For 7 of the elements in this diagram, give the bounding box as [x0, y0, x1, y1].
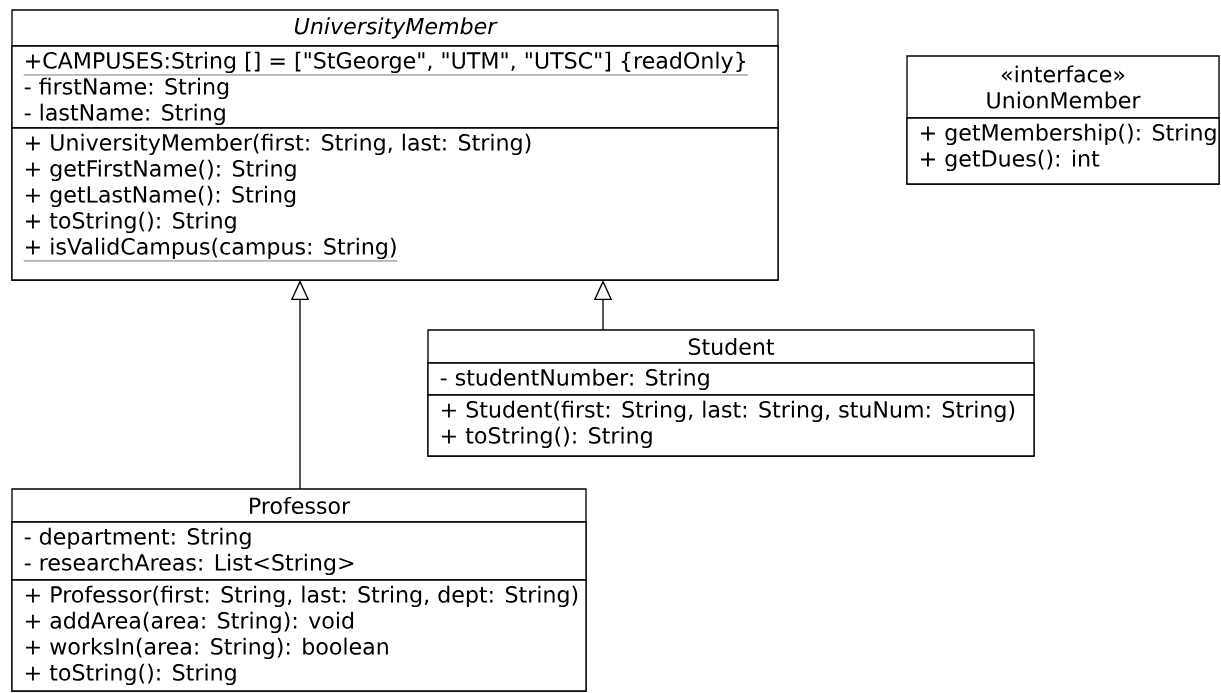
compartment: +CAMPUSES:String [] = ["StGeorge", "UTM", "UTSC"] {readOnly} - firstName: String - lastName: String [11, 45, 779, 129]
compartment: + Professor(first: String, last: String, dept: String) + addArea(area: String): void + worksIn(area: String): boolean + toString(): String [11, 579, 587, 692]
compartment: - department: String - researchAreas: List<String> [11, 521, 587, 581]
compartment: + Student(first: String, last: String, stuNum: String) + toString(): String [427, 394, 1035, 457]
compartment: + UniversityMember(first: String, last: String) + getFirstName(): String + getLastName(): String + toString(): String + isValidCampus(campus: String) [11, 127, 779, 281]
compartment: - studentNumber: String [427, 362, 1035, 396]
compartment: + getMembership(): String + getDues(): int [906, 117, 1220, 185]
